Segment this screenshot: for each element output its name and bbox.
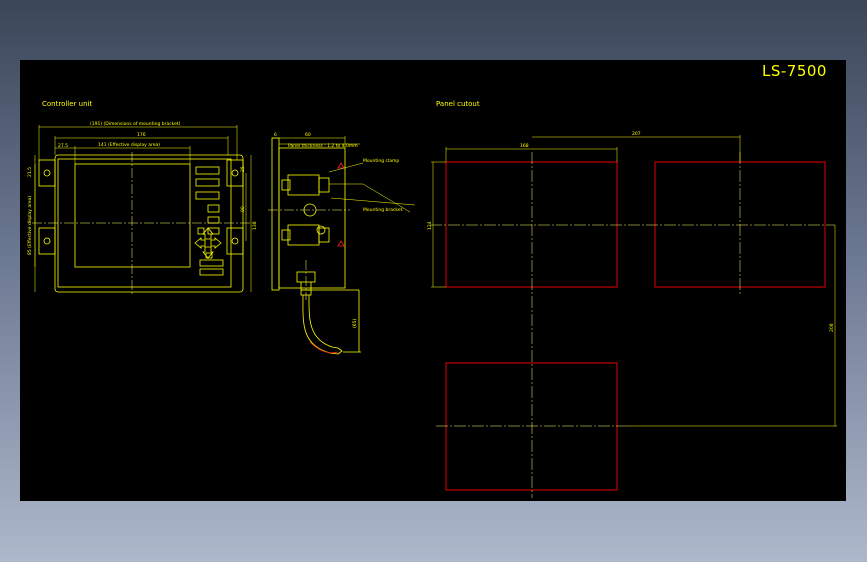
cad-viewport[interactable]: LS-7500 Controller unit Panel cutout [20,60,846,501]
panel-cutout-label: Panel cutout [436,100,480,108]
cutout-top-left [445,161,618,288]
dim-90: 90 [240,206,246,212]
cutout-bottom [445,362,618,491]
mounting-bracket-label: Mounting bracket [363,207,403,213]
dim-138: 138 [252,221,258,230]
dim-side-60: 60 [305,132,311,138]
dim-25: 25 [240,166,246,172]
dim-mounting-bracket: (191) (Dimensions of mounting bracket) [90,121,181,127]
dim-176: 176 [137,132,146,138]
dim-cutout-124: 124 [427,221,433,230]
dim-cable-65: (65) [352,319,358,328]
dim-left-offset: 27.5 [58,143,68,149]
dim-cutout-207: 207 [632,131,641,137]
dim-cutout-208: 208 [829,323,835,332]
cad-drawing: LS-7500 Controller unit Panel cutout [27,62,837,498]
dim-side-6: 6 [274,132,277,138]
dim-effective-width: 141 (Effective display area) [98,142,160,148]
dim-cutout-168: 168 [520,143,529,149]
dim-21: 21.5 [27,167,33,177]
dim-effective-height: 85 (Effective display area) [27,196,33,255]
mounting-clamp-label: Mounting clamp [363,158,399,164]
drawing-title: LS-7500 [762,62,827,80]
panel-thickness-note: Panel thickness : 1.2 to 4.0mm [288,143,358,149]
controller-front-view [38,154,244,293]
controller-unit-label: Controller unit [42,100,92,108]
cutout-rectangles [445,161,826,491]
controller-side-view [271,137,361,355]
